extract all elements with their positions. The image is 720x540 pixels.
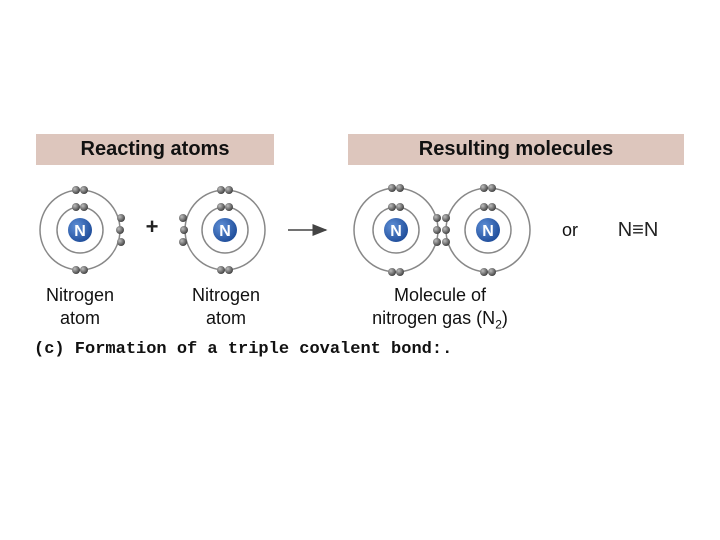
electron [80,186,88,194]
electron [117,238,125,246]
or-label: or [562,220,578,240]
electron [72,186,80,194]
electron [179,214,187,222]
nitrogen-atom-1: N [39,186,125,274]
electron [480,268,488,276]
shared-electron [442,226,450,234]
electron [80,266,88,274]
electron [480,184,488,192]
nucleus [384,218,408,242]
nitrogen-atom-2: N [179,186,266,274]
shared-electron [433,238,441,246]
electron [488,268,496,276]
electron [488,203,496,211]
electron [225,186,233,194]
electron [217,203,225,211]
nitrogen-molecule: N N [353,184,531,276]
electron [72,266,80,274]
nitrogen-bonding-diagram: N + N [39,184,659,276]
electron [480,203,488,211]
figure-caption: (c) Formation of a triple covalent bond:… [34,340,453,359]
electron [388,203,396,211]
plus-sign: + [146,214,159,239]
nitrogen-atom-1-label: Nitrogen atom [45,285,115,328]
resulting-molecules-title: Resulting molecules [418,138,614,160]
nucleus [213,218,237,242]
resulting-molecules-header: Resulting molecules [348,134,684,165]
electron [396,203,404,211]
atom-symbol: N [219,223,231,240]
electron [388,184,396,192]
electron [80,203,88,211]
atom-symbol: N [482,223,494,240]
electron [117,214,125,222]
reacting-atoms-header: Reacting atoms [36,134,274,165]
electron [217,266,225,274]
shared-electron [442,214,450,222]
structural-formula: N≡N [618,219,659,241]
nitrogen-molecule-label: Molecule of nitrogen gas (N2) [372,285,508,332]
shared-electron [433,214,441,222]
electron [396,268,404,276]
shared-electron [442,238,450,246]
electron [396,184,404,192]
electron [388,268,396,276]
electron [488,184,496,192]
electron [225,203,233,211]
electron [217,186,225,194]
reacting-atoms-title: Reacting atoms [80,138,230,160]
atom-symbol: N [390,223,402,240]
electron [72,203,80,211]
nitrogen-atom-2-label: Nitrogen atom [191,285,261,328]
nucleus [68,218,92,242]
electron [116,226,124,234]
atom-symbol: N [74,223,86,240]
electron [225,266,233,274]
shared-electron [433,226,441,234]
nucleus [476,218,500,242]
electron [179,238,187,246]
electron [180,226,188,234]
